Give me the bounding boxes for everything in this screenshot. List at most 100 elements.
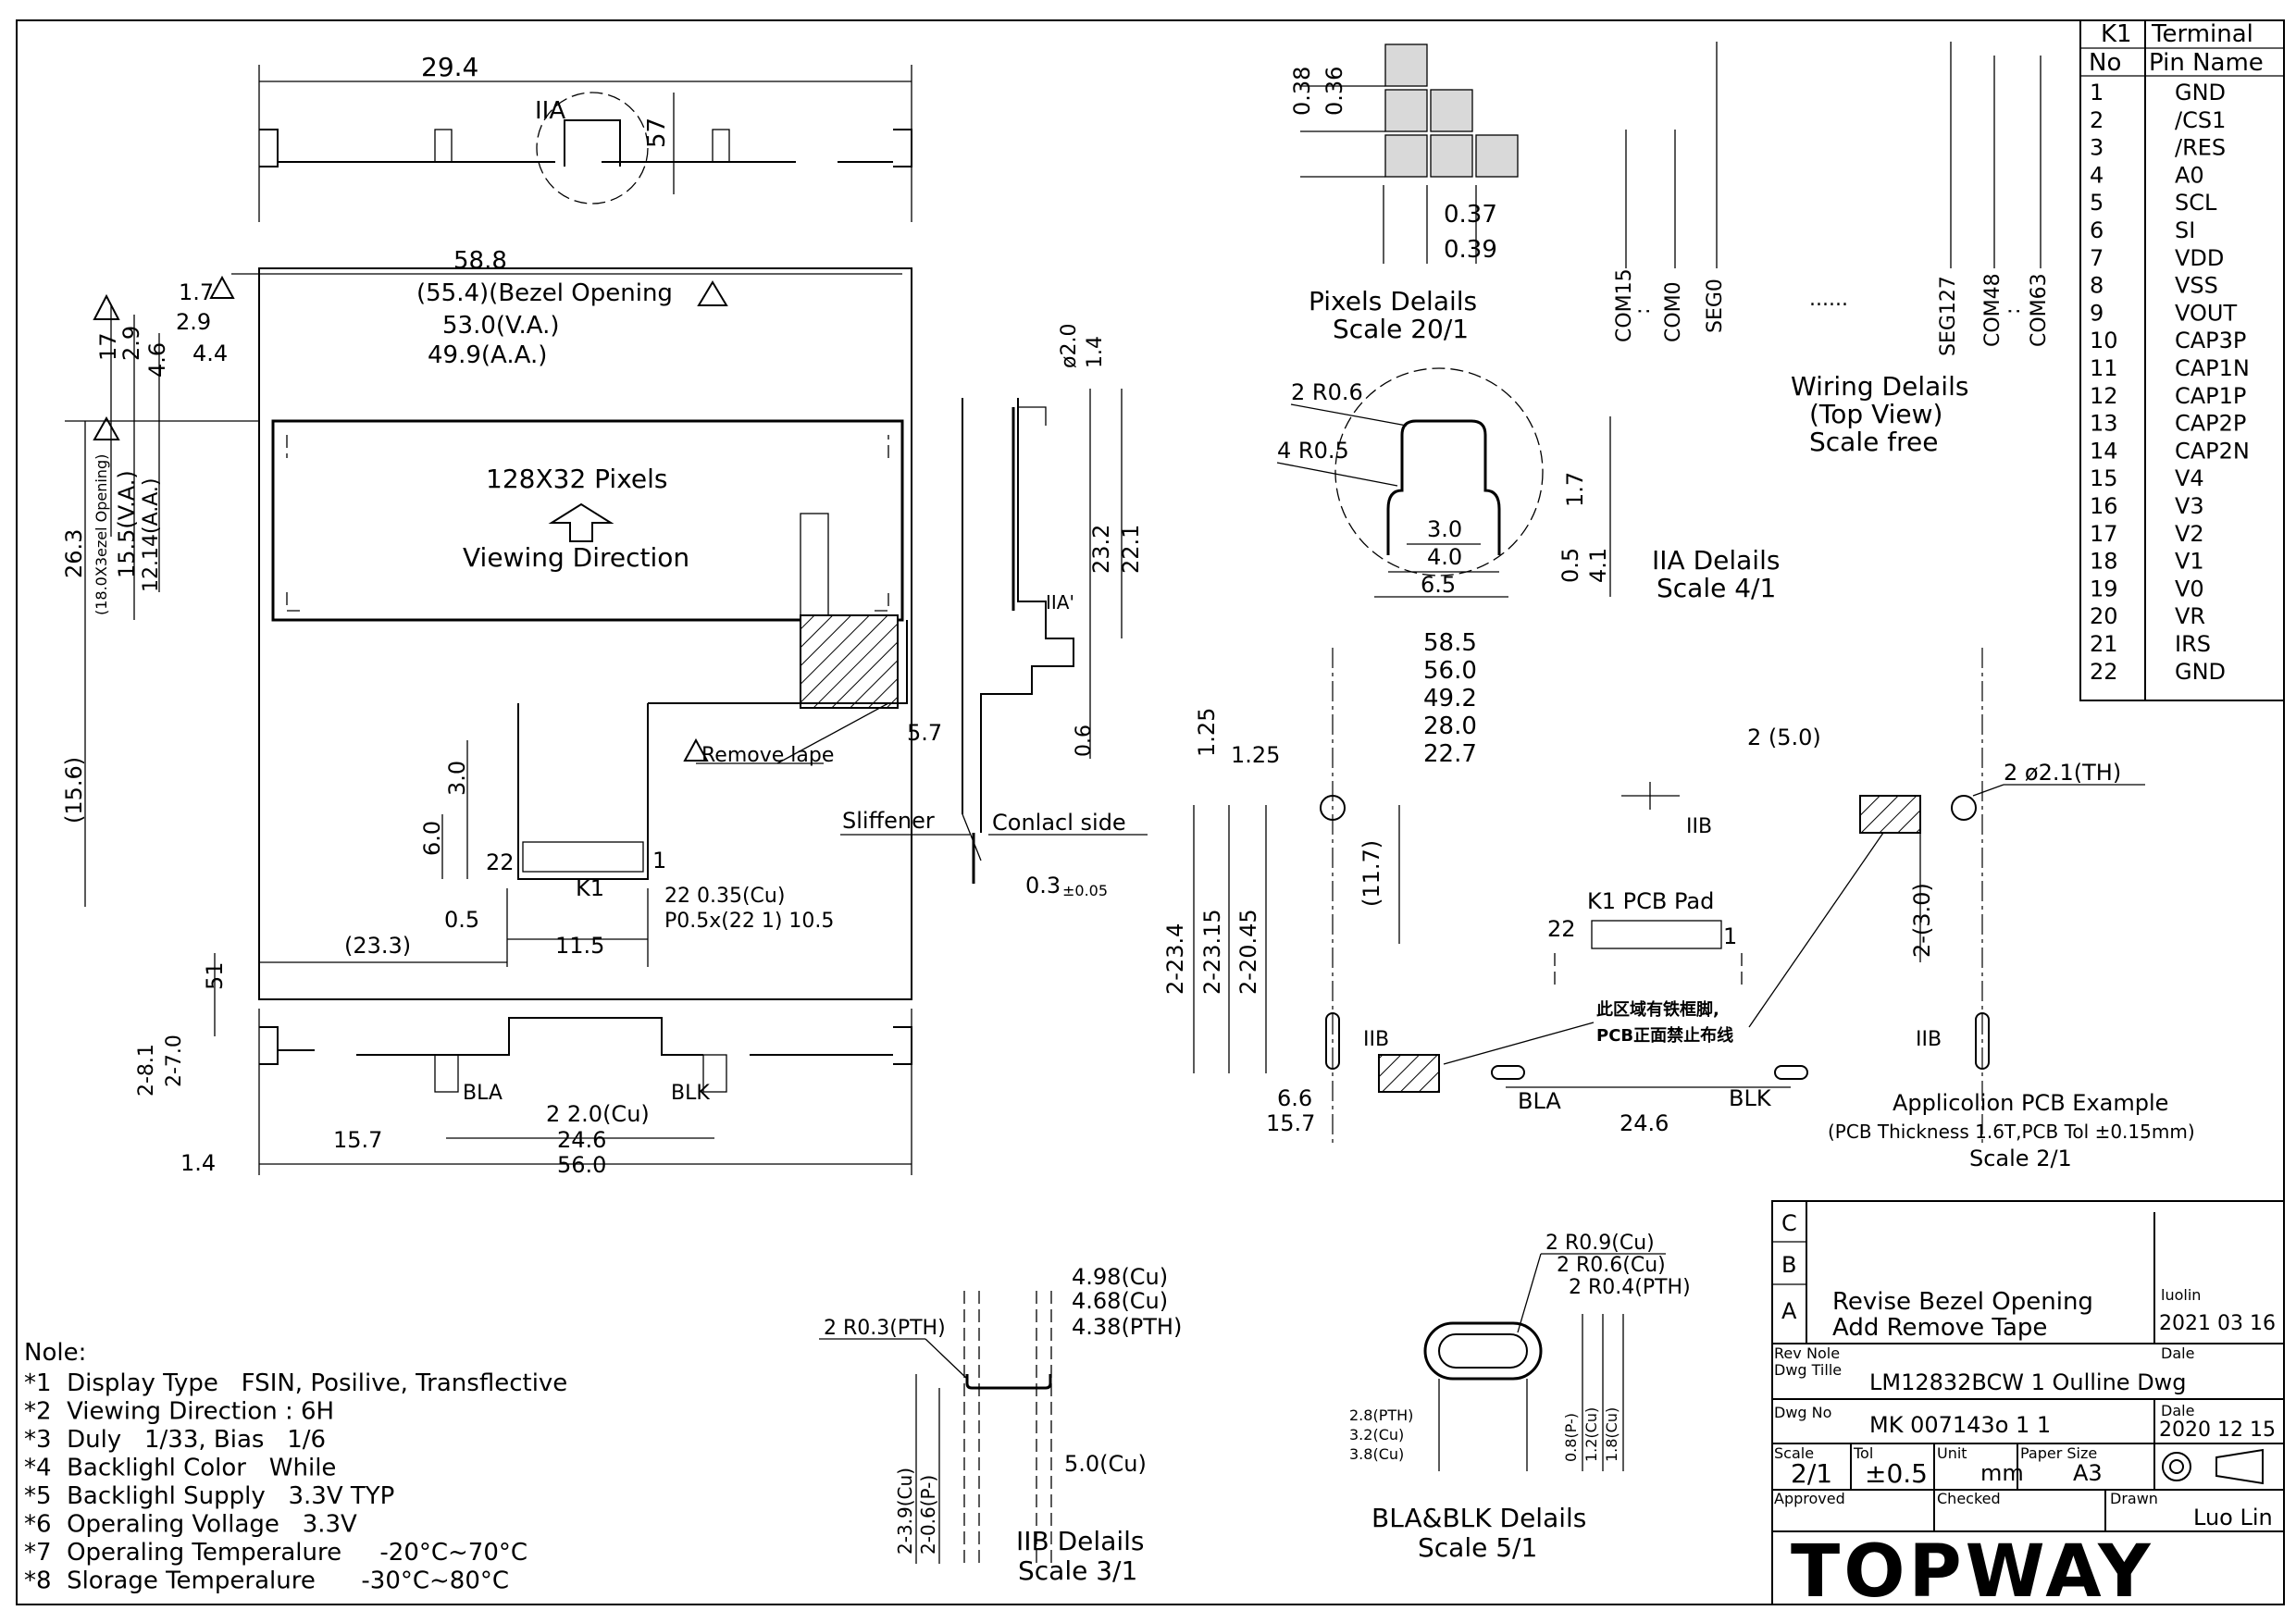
pcb-pad-22: 22 xyxy=(1547,916,1576,942)
pcb-dim-2-3: 2-(3.0) xyxy=(1909,883,1935,958)
wiring-scale: Scale free xyxy=(1809,427,1938,457)
revised-date: 2021 03 16 xyxy=(2159,1312,2276,1335)
pin-name: GND xyxy=(2175,659,2226,685)
dwg-title: LM12832BCW 1 Oulline Dwg xyxy=(1869,1369,2187,1395)
dim-aa-width: 49.9(A.A.) xyxy=(428,341,547,369)
dim-0-37: 0.37 xyxy=(1444,201,1497,229)
wiring-com63: COM63 xyxy=(2028,273,2051,347)
bla-dim-0-8: 0.8(P-) xyxy=(1562,1413,1580,1462)
side-view: ø2.0 1.4 23.2 22.1 IIA' 5.7 0.6 Sliffene… xyxy=(840,324,1148,899)
pin-name: VR xyxy=(2175,603,2205,629)
bottom-blk: BLK xyxy=(671,1082,710,1105)
unit-value: mm xyxy=(1980,1460,2024,1486)
dim-57: 57 xyxy=(643,118,671,148)
ia-dim-3-0: 3.0 xyxy=(1427,516,1462,542)
pin-name: VSS xyxy=(2175,273,2218,299)
ia-dim-4-0: 4.0 xyxy=(1427,544,1462,570)
pin-name: CAP2P xyxy=(2175,411,2246,437)
note-item: *4 Backlighl Color While xyxy=(24,1455,336,1482)
bla-dim-3-8: 3.8(Cu) xyxy=(1349,1445,1404,1463)
pin-number: 19 xyxy=(2090,576,2118,601)
dim-18-bezel: (18.0X3ezel Opening) xyxy=(93,454,110,615)
note-item: *8 Slorage Temperalure -30°C~80°C xyxy=(24,1567,509,1595)
dim-bottom-1-4: 1.4 xyxy=(180,1150,216,1176)
dim-22-1: 22.1 xyxy=(1118,525,1144,574)
stiffener: Sliffener xyxy=(842,808,935,834)
pcb-pad-label: K1 PCB Pad xyxy=(1587,888,1714,914)
dim-6-0: 6.0 xyxy=(419,821,445,856)
dim-left-4-6: 4.6 xyxy=(144,342,170,378)
notes: Nole: *1 Display Type FSIN, Posilive, Tr… xyxy=(24,1339,567,1595)
wiring-view: (Top View) xyxy=(1809,399,1942,429)
pin-number: 4 xyxy=(2090,162,2104,188)
pin-name: SCL xyxy=(2175,190,2217,216)
pin-number: 6 xyxy=(2090,217,2104,243)
pin-name: CAP2N xyxy=(2175,438,2250,464)
pin-number: 21 xyxy=(2090,631,2118,657)
pin-name: V3 xyxy=(2175,493,2204,519)
pixel-details: 0.38 0.36 0.37 0.39 Pixels Delails Scale… xyxy=(1289,43,1519,344)
pin-table-k1: K1 xyxy=(2101,20,2132,48)
dim-23-2: 23.2 xyxy=(1088,525,1114,574)
bla-r06: 2 R0.6(Cu) xyxy=(1557,1254,1666,1277)
dim-23-3: (23.3) xyxy=(344,933,411,959)
pcb-dim-1-25a: 1.25 xyxy=(1194,708,1220,757)
pin-number: 7 xyxy=(2090,245,2104,271)
bla-title: BLA&BLK Delails xyxy=(1371,1503,1586,1533)
revision-note-2: Add Remove Tape xyxy=(1832,1314,2047,1342)
pin-name: VDD xyxy=(2175,245,2224,271)
pcb-scale: Scale 2/1 xyxy=(1969,1146,2072,1171)
pcb-stack-dim: 56.0 xyxy=(1423,657,1477,685)
pin-table-col-name: Pin Name xyxy=(2149,49,2264,77)
dim-phi2: ø2.0 xyxy=(1058,324,1081,368)
pin-name: GND xyxy=(2175,80,2226,105)
dim-3-0: 3.0 xyxy=(444,761,470,796)
paper-value: A3 xyxy=(2073,1460,2103,1486)
pin-number: 2 xyxy=(2090,107,2104,133)
pin-name: /CS1 xyxy=(2175,107,2226,133)
pin-number: 13 xyxy=(2090,411,2118,437)
pixels-label: 128X32 Pixels xyxy=(486,464,668,494)
note-item: *5 Backlighl Supply 3.3V TYP xyxy=(24,1482,394,1510)
bla-r09: 2 R0.9(Cu) xyxy=(1545,1232,1655,1255)
pcb-stack-dim: 28.0 xyxy=(1423,712,1477,740)
note-item: *6 Operaling Vollage 3.3V xyxy=(24,1511,357,1539)
pcb-dim-2-20-45: 2-20.45 xyxy=(1235,909,1261,995)
pcb-blk: BLK xyxy=(1729,1085,1772,1111)
tb-dim-4-68: 4.68(Cu) xyxy=(1072,1288,1168,1314)
dwg-no: MK 007143o 1 1 xyxy=(1869,1412,2051,1438)
tb-dim-5-0: 5.0(Cu) xyxy=(1064,1451,1147,1477)
wiring-colon-2: : xyxy=(2002,308,2025,315)
note-label: Nole xyxy=(1806,1344,1840,1362)
wiring-com48: COM48 xyxy=(1981,273,2004,347)
dim-side-1-4: 1.4 xyxy=(1084,336,1107,368)
pcb-dim-2-5: 2 (5.0) xyxy=(1747,725,1821,750)
ia-r06: 2 R0.6 xyxy=(1291,379,1363,405)
dim-2-2: 2 2.0(Cu) xyxy=(546,1101,650,1127)
pcb-pad-1: 1 xyxy=(1723,923,1737,949)
bla-dim-3-2: 3.2(Cu) xyxy=(1349,1426,1404,1443)
viewing-direction: Viewing Direction xyxy=(463,542,689,573)
topway-logo: TOPWAY xyxy=(1791,1530,2154,1614)
dwg-title-label: Dwg Tille xyxy=(1774,1361,1842,1379)
date-label-2: Dale xyxy=(2161,1402,2194,1419)
dim-0-38: 0.38 xyxy=(1289,67,1315,116)
drawn-by: Luo Lin xyxy=(2193,1505,2273,1530)
pin-name: V0 xyxy=(2175,576,2204,601)
detail-a-tag: IIA xyxy=(535,97,565,125)
wiring-ellipsis: ...... xyxy=(1809,288,1848,311)
dim-left-17: 17 xyxy=(95,332,121,361)
tb-dim-2-39: 2-3.9(Cu) xyxy=(894,1468,916,1555)
notes-header: Nole: xyxy=(24,1339,86,1367)
dim-2-9: 2.9 xyxy=(176,309,211,335)
dim-bottom-15-7: 15.7 xyxy=(333,1127,382,1153)
pcb-dim-1-25b: 1.25 xyxy=(1231,742,1280,768)
pin-name: SI xyxy=(2175,217,2195,243)
pcb-bla: BLA xyxy=(1518,1088,1561,1114)
notes-items: *1 Display Type FSIN, Posilive, Transfle… xyxy=(24,1369,567,1595)
dim-2-8: 2-8.1 xyxy=(135,1044,158,1096)
pixel-details-scale: Scale 20/1 xyxy=(1333,314,1469,344)
rev-c: C xyxy=(1781,1210,1797,1236)
